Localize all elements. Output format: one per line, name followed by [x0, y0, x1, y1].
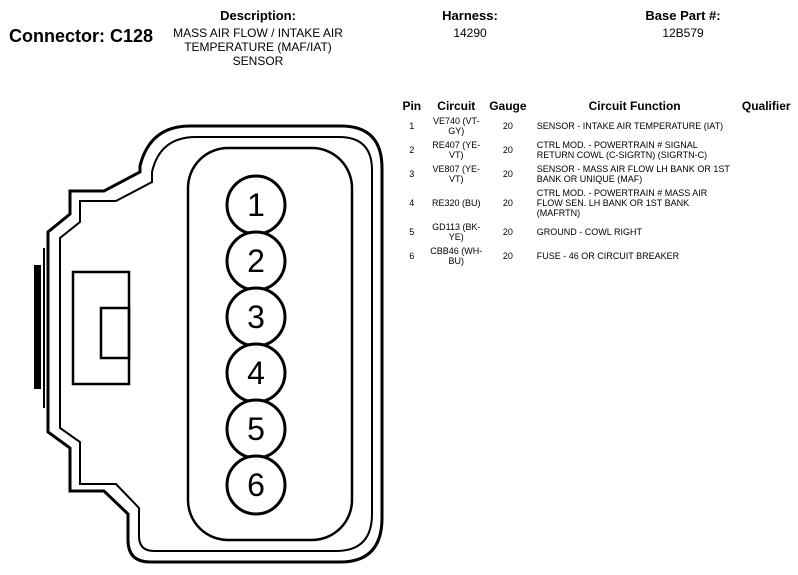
connector-id: C128 — [110, 26, 154, 46]
pin-table-header: Pin Circuit Gauge Circuit Function Quali… — [396, 98, 798, 114]
table-row: 6 CBB46 (WH-BU) 20 FUSE - 46 OR CIRCUIT … — [396, 244, 798, 268]
pin-6: 6 — [225, 454, 287, 516]
cell-qualifier — [734, 114, 798, 138]
pin-2: 2 — [225, 230, 287, 292]
pin-cavity — [186, 146, 354, 542]
pin-5: 5 — [225, 398, 287, 460]
col-header-function: Circuit Function — [588, 99, 681, 113]
pin-6-circle — [225, 454, 287, 516]
col-header-circuit: Circuit — [437, 99, 476, 113]
cell-circuit: VE807 (YE-VT) — [432, 164, 481, 184]
table-row: 4 RE320 (BU) 20 CTRL MOD. - POWERTRAIN #… — [396, 186, 798, 220]
cell-circuit: CBB46 (WH-BU) — [430, 246, 483, 266]
cell-pin: 2 — [409, 145, 415, 155]
cell-gauge: 20 — [502, 121, 513, 131]
table-row: 5 GD113 (BK-YE) 20 GROUND - COWL RIGHT — [396, 220, 798, 244]
latch-tab — [99, 306, 131, 360]
connector-housing-inner — [59, 136, 373, 552]
description-label: Description: — [220, 8, 296, 23]
connector-housing-outer — [46, 124, 384, 564]
cell-gauge: 20 — [502, 251, 513, 261]
cell-qualifier — [734, 244, 798, 268]
col-header-qualifier: Qualifier — [741, 99, 791, 113]
pin-4-label: 4 — [247, 355, 265, 391]
cell-gauge: 20 — [502, 227, 513, 237]
cell-qualifier — [734, 186, 798, 220]
cell-gauge: 20 — [502, 145, 513, 155]
housing-edge — [34, 265, 41, 389]
table-row: 1 VE740 (VT-GY) 20 SENSOR - INTAKE AIR T… — [396, 114, 798, 138]
base-part-value: 12B579 — [662, 26, 704, 40]
cell-pin: 3 — [409, 169, 415, 179]
pin-2-label: 2 — [247, 243, 265, 279]
cell-circuit: GD113 (BK-YE) — [432, 222, 481, 242]
connector-label: Connector: — [9, 26, 105, 46]
cell-pin: 4 — [409, 198, 415, 208]
cell-circuit: VE740 (VT-GY) — [433, 116, 480, 136]
cell-gauge: 20 — [502, 169, 513, 179]
cell-circuit: RE407 (YE-VT) — [432, 140, 481, 160]
pin-1-label: 1 — [247, 187, 265, 223]
pin-4: 4 — [225, 342, 287, 404]
base-part-label: Base Part #: — [645, 8, 721, 23]
cell-gauge: 20 — [502, 198, 513, 208]
cell-pin: 1 — [409, 121, 415, 131]
cell-pin: 6 — [409, 251, 415, 261]
harness-value: 14290 — [453, 26, 487, 40]
cell-qualifier — [734, 138, 798, 162]
cell-pin: 5 — [409, 227, 415, 237]
harness-label: Harness: — [442, 8, 498, 23]
connector-title: Connector: C128 — [9, 26, 153, 47]
col-header-pin: Pin — [402, 99, 422, 113]
cell-qualifier — [734, 220, 798, 244]
cell-function: GROUND - COWL RIGHT — [536, 227, 642, 237]
cell-function: CTRL MOD. - POWERTRAIN # MASS AIR FLOW S… — [536, 188, 708, 218]
pin-3-label: 3 — [247, 299, 265, 335]
cell-function: SENSOR - MASS AIR FLOW LH BANK OR 1ST BA… — [536, 164, 730, 184]
cell-function: CTRL MOD. - POWERTRAIN # SIGNAL RETURN C… — [536, 140, 708, 160]
pin-5-label: 5 — [247, 411, 265, 447]
cell-function: FUSE - 46 OR CIRCUIT BREAKER — [536, 251, 680, 261]
cell-circuit: RE320 (BU) — [432, 198, 481, 208]
cell-function: SENSOR - INTAKE AIR TEMPERATURE (IAT) — [536, 121, 724, 131]
cell-qualifier — [734, 162, 798, 186]
col-header-gauge: Gauge — [489, 99, 527, 113]
description-value: MASS AIR FLOW / INTAKE AIR TEMPERATURE (… — [173, 26, 343, 68]
pin-1: 1 — [225, 174, 287, 236]
pin-table: Pin Circuit Gauge Circuit Function Quali… — [396, 98, 798, 268]
pin-6-label: 6 — [247, 467, 265, 503]
pin-3: 3 — [225, 286, 287, 348]
table-row: 2 RE407 (YE-VT) 20 CTRL MOD. - POWERTRAI… — [396, 138, 798, 162]
table-row: 3 VE807 (YE-VT) 20 SENSOR - MASS AIR FLO… — [396, 162, 798, 186]
